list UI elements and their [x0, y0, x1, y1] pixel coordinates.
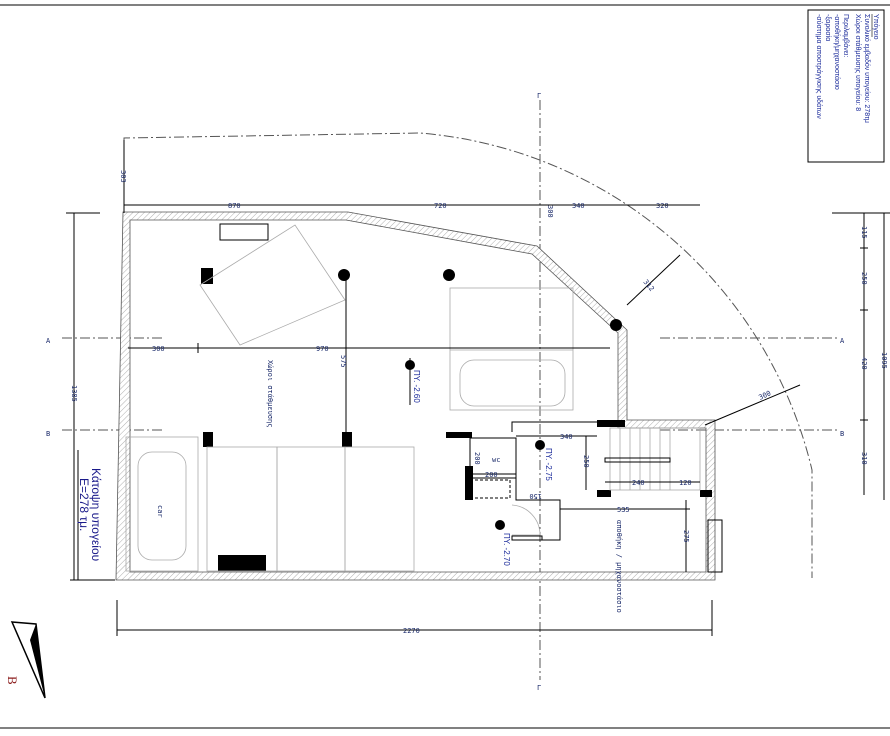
dim-right-1: 115 — [860, 226, 868, 239]
level-main: ΠΥ. -2.60 — [412, 370, 421, 403]
compass-letter: B — [5, 676, 20, 685]
core-rooms: αποθήκη / μηχανοστάσιο wc — [446, 420, 723, 613]
dim-top-1: 870 — [228, 202, 241, 210]
legend-title: Υπόγειο — [872, 14, 880, 40]
dim-arc: 300 — [757, 389, 772, 402]
dim-interior-main: 970 — [316, 345, 329, 353]
dim-bottom-total: 2270 — [403, 627, 420, 635]
dim-left-total: 1385 — [70, 385, 78, 402]
parking-area-label: Χώροι στάθμευσης — [266, 360, 274, 427]
columns — [201, 223, 622, 571]
dim-right-total: 1095 — [880, 352, 888, 369]
north-arrow-icon: B — [5, 621, 46, 699]
section-mark-b-right: B — [840, 430, 844, 438]
plot-boundary — [123, 132, 813, 578]
dim-top-offset: 303 — [119, 170, 127, 183]
level-entry: ΠΥ. -2.70 — [502, 533, 511, 566]
dim-top-2: 720 — [434, 202, 447, 210]
section-mark-g-bottom: Γ — [537, 684, 541, 692]
dim-right-3: 420 — [860, 357, 868, 370]
dim-interior-vertical: 575 — [339, 355, 347, 368]
dim-core-2: 250 — [582, 455, 590, 468]
dim-core-3: 200 — [473, 452, 481, 465]
stair — [604, 427, 701, 491]
wc-label: wc — [492, 456, 500, 464]
level-marker-icon — [495, 520, 505, 530]
section-mark-a-right: A — [840, 337, 845, 345]
storage-label: αποθήκη / μηχανοστάσιο — [615, 520, 623, 613]
legend-item-1: -αποθήκη/μηχανοστάσιο — [833, 14, 841, 90]
section-mark-a-left: A — [46, 337, 51, 345]
dim-core-5: 150 — [529, 492, 542, 500]
section-mark-b-left: B — [46, 430, 50, 438]
legend-area: Συνολικό εμβαδόν υπογείου: 278τμ — [863, 14, 871, 123]
legend-parking: Χώροι στάθμευσης υπογείου: 8 — [854, 14, 862, 111]
dim-core-9: 275 — [682, 530, 690, 543]
legend-item-3: -σύστημα αποστράγγισης υδάτων — [815, 14, 823, 119]
plan-title-name: Κάτοψη υπογείου — [89, 468, 103, 561]
dim-core-7: 120 — [679, 479, 692, 487]
parking-bays: car Χώροι στάθμευσης — [125, 287, 574, 572]
dim-core-1: 340 — [560, 433, 573, 441]
ramp-outline — [199, 224, 346, 346]
dim-top-3: 340 — [572, 202, 585, 210]
legend-includes: Περιλαμβάνει: — [842, 14, 850, 57]
dim-top-4: 320 — [656, 202, 669, 210]
plan-title: Κάτοψη υπογείου Ε=278 τμ. — [70, 450, 115, 581]
dim-core-6: 240 — [632, 479, 645, 487]
dim-top-small: 300 — [546, 205, 554, 218]
legend-item-2: -ξαρασία — [824, 14, 832, 41]
level-markers: ΠΥ. -2.60 ΠΥ. -2.75 ΠΥ. -2.70 — [405, 358, 553, 566]
level-marker-icon — [535, 440, 545, 450]
dim-interior-left: 300 — [152, 345, 165, 353]
dim-core-8: 535 — [617, 506, 630, 514]
section-mark-g-top: Γ — [537, 92, 541, 100]
level-stair: ΠΥ. -2.75 — [544, 448, 553, 481]
dimension-lines: 870 720 340 320 300 303 312 300 1385 300… — [66, 140, 890, 636]
section-lines: A A B B Γ Γ — [46, 92, 845, 692]
car-label: car — [156, 505, 164, 518]
level-marker-icon — [405, 360, 415, 370]
dim-right-4: 310 — [860, 452, 868, 465]
dim-right-2: 250 — [860, 272, 868, 285]
dim-core-4: 200 — [485, 471, 498, 479]
legend-box: Υπόγειο Συνολικό εμβαδόν υπογείου: 278τμ… — [807, 9, 885, 163]
plan-title-area: Ε=278 τμ. — [77, 478, 91, 531]
